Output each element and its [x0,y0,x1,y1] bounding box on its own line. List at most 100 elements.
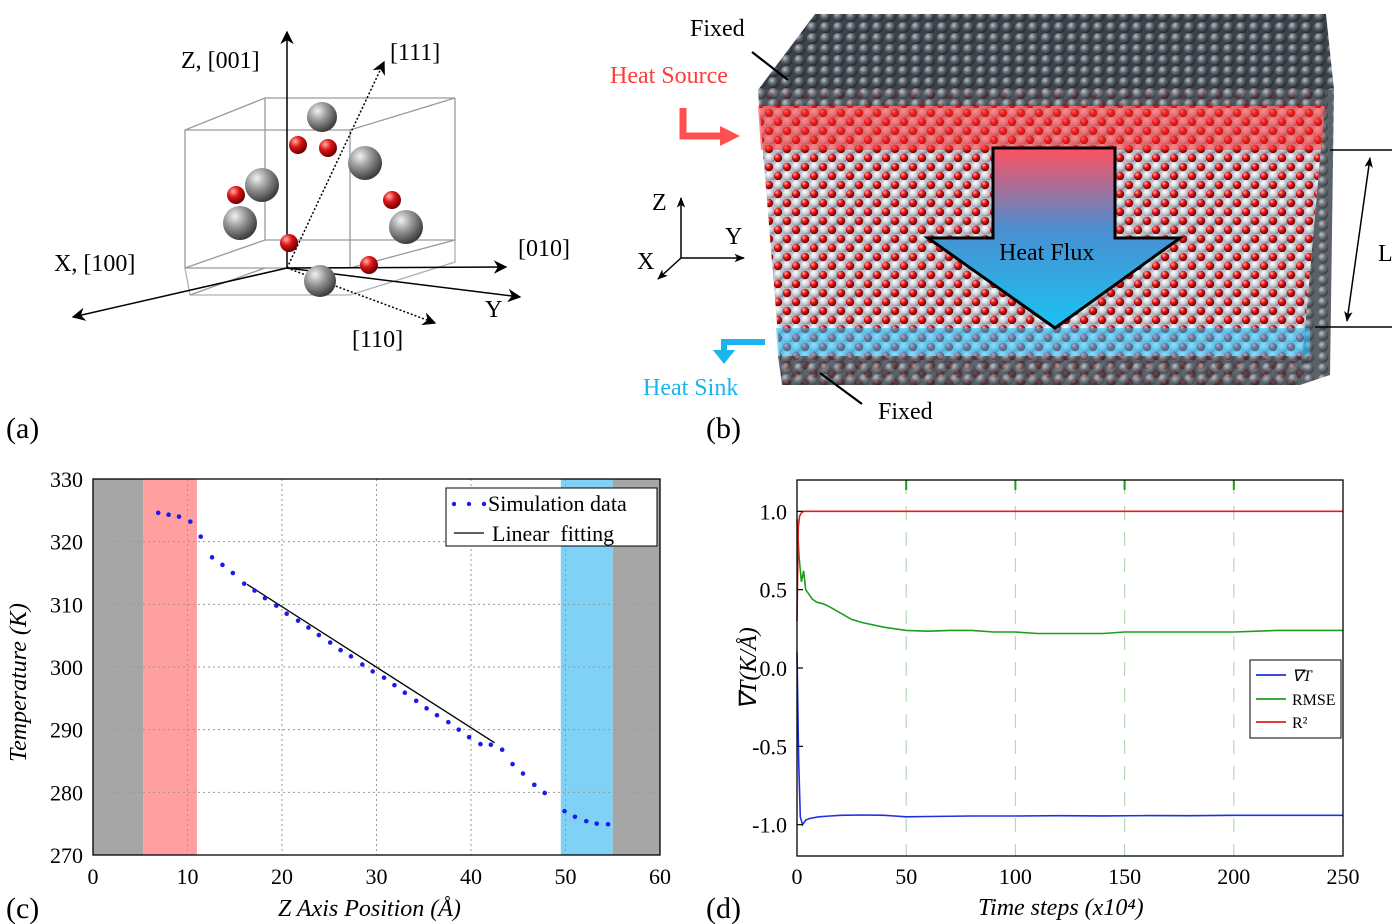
legend-dot-marker [451,501,487,507]
chart-d-series [796,510,1343,827]
legend-rmse: RMSE [1292,692,1336,709]
chart-c-legend: Simulation data Linear fitting [445,487,658,547]
oxygen-atom [383,191,401,209]
fixed-bottom-label: Fixed [878,399,933,425]
chart-c-point [402,690,408,695]
heat-sink-arrowhead [713,350,735,364]
panel-label-a: (a) [6,412,39,445]
metal-atom [389,210,423,244]
chart-c-point [572,814,578,820]
axis-111-line [286,60,385,269]
metal-atom [304,265,336,297]
heat-source-slab [758,106,1325,150]
chart-c-series [155,510,611,827]
chart-c-point [360,662,365,667]
metal-atom [223,206,257,240]
chart-c-legend-box [445,487,658,547]
chart-c-point [434,712,440,718]
chart-c-xtick-label: 0 [88,864,99,889]
triad-y-label: Y [725,224,742,250]
chart-c-point [316,632,322,638]
panel-b: (b) Heat Flux L Fixed Fixed Heat Source [610,14,1393,445]
chart-c-point [520,771,526,776]
chart-c-ytick-label: 280 [50,780,83,805]
front-fixed-top [758,90,1326,106]
chart-c-point [209,555,215,560]
x-axis-line [71,267,288,321]
heat-source-arrowhead [720,126,740,146]
heat-flux-arrow [923,146,1185,330]
legend-r2: R² [1292,715,1308,732]
chart-c-point [510,761,515,767]
metal-atom [348,146,382,180]
chart-d-legend: ∇T RMSE R² [1249,659,1342,739]
oxygen-atom [289,136,307,154]
fixed-top-label: Fixed [690,16,745,42]
heat-sink-slab [776,328,1310,356]
heat-source-label: Heat Source [610,63,728,89]
legend-simulation-data: Simulation data [488,491,627,516]
label-010: [010] [518,236,570,262]
chart-c-point [188,519,193,524]
chart-c-point [284,611,290,617]
chart-c-ytick-label: 310 [50,592,83,617]
chart-c-point [456,727,462,732]
chart-c-point [348,654,354,659]
chart-c-point [499,747,505,753]
chart-c-region-1 [143,479,197,855]
panel-label-b: (b) [706,412,741,445]
chart-d-ylabel: ∇T(K/Å) [736,627,762,710]
chart-c-xtick-label: 40 [460,864,482,889]
chart-c-point [306,625,311,630]
fixed-top-leader [751,51,789,81]
chart-d-xtick-label: 200 [1217,864,1250,889]
label-x-100: X, [100] [54,251,135,277]
length-dimension [1315,149,1392,328]
chart-c-point [424,706,429,711]
chart-d-xtick-label: 0 [792,864,803,889]
chart-c-ylabel: Temperature (K) [6,603,32,762]
chart-c-point [241,581,247,586]
chart-d-series-line-2 [796,510,1343,622]
chart-c-point [413,698,419,704]
chart-d-ytick-label: 0.0 [760,656,788,681]
chart-d-xtick-label: 50 [895,864,917,889]
chart-c-xlabel: Z Axis Position (Å) [278,896,461,922]
right-side-face [1300,90,1334,385]
chart-d-series-line-1 [796,519,1343,635]
chart-d-ytick-label: -1.0 [752,813,787,838]
chart-c-xtick-label: 50 [555,864,577,889]
length-label: L [1378,241,1393,267]
chart-c-point [327,640,333,645]
chart-c-xtick-label: 60 [649,864,671,889]
atoms [223,102,423,297]
chart-c-point [220,562,225,568]
heat-flux-label: Heat Flux [999,240,1094,266]
heat-sink-label: Heat Sink [643,375,738,401]
triad-z-label: Z [652,190,667,216]
panel-a: (a) Z, [001] [111] X, [100] [010] Y [110… [6,30,570,445]
oxygen-atom [319,139,337,157]
chart-c-xtick-label: 20 [271,864,293,889]
chart-d-ytick-label: 0.5 [760,578,788,603]
chart-c-point [198,534,204,539]
panel-label-d: (d) [706,892,741,924]
chart-d-xlabel: Time steps (x10⁴) [978,895,1144,921]
chart-d-series-line-0 [796,652,1343,827]
chart-c-point [295,618,301,623]
chart-c-point [478,741,483,747]
chart-c-point [542,790,548,796]
chart-d-xtick-label: 250 [1327,864,1360,889]
chart-c-point [155,510,161,516]
chart-c-point [446,719,451,725]
crystal-axes [71,30,522,326]
chart-c-point [274,603,279,608]
chart-c-fit-line [246,583,495,744]
chart-c-xtick-label: 10 [177,864,199,889]
chart-c-ytick-label: 330 [50,467,83,492]
triad-x-label: X [637,249,654,275]
